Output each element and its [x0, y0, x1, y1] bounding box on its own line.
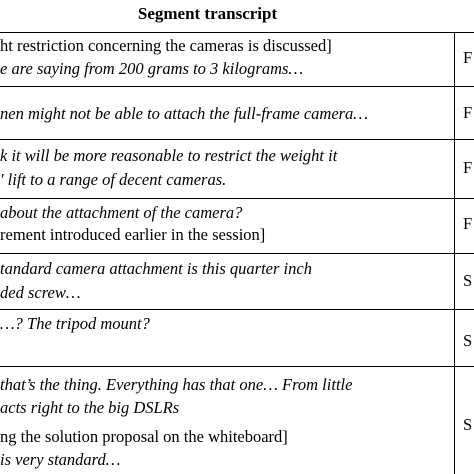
transcript-line: rement introduced earlier in the session… [0, 225, 266, 244]
transcript-line: about the attachment of the camera? [0, 203, 243, 222]
transcript-line: acts right to the big DSLRs [0, 398, 180, 417]
table-row: ht restriction concerning the cameras is… [0, 33, 454, 86]
transcript-line: …? The tripod mount? [0, 314, 150, 333]
row-divider [0, 139, 474, 140]
row-code: S [463, 331, 473, 350]
row-code: F [463, 103, 473, 122]
table-row: tandard camera attachment is this quarte… [0, 254, 454, 309]
transcript-line: tandard camera attachment is this quarte… [0, 259, 312, 278]
transcript-line: ng the solution proposal on the whiteboa… [0, 427, 288, 446]
transcript-line: that’s the thing. Everything has that on… [0, 375, 353, 394]
table-row: about the attachment of the camera? reme… [0, 199, 454, 253]
row-code: F [463, 158, 473, 177]
transcript-line: is very standard… [0, 450, 121, 469]
row-code: F [463, 48, 473, 67]
row-code: S [463, 415, 473, 434]
row-divider [0, 366, 474, 367]
row-code: F [463, 214, 473, 233]
row-divider [0, 86, 474, 87]
row-divider [0, 198, 474, 199]
row-divider [0, 309, 474, 310]
row-divider [0, 253, 474, 254]
segment-transcript-heading: Segment transcript [137, 4, 278, 23]
table-row: nen might not be able to attach the full… [0, 87, 454, 139]
transcript-line: k it will be more reasonable to restrict… [0, 146, 338, 165]
transcript-line: e are saying from 200 grams to 3 kilogra… [0, 59, 304, 78]
transcript-line: ht restriction concerning the cameras is… [0, 36, 332, 55]
row-code: S [463, 271, 473, 290]
header-divider [0, 32, 474, 33]
transcript-line: ' lift to a range of decent cameras. [0, 170, 227, 189]
transcript-line: ded screw… [0, 283, 81, 302]
table-row: …? The tripod mount? [0, 310, 454, 366]
transcript-line: nen might not be able to attach the full… [0, 104, 368, 123]
table-header: Segment transcript [0, 0, 474, 33]
table-row: k it will be more reasonable to restrict… [0, 140, 454, 198]
table-row: that’s the thing. Everything has that on… [0, 367, 454, 474]
